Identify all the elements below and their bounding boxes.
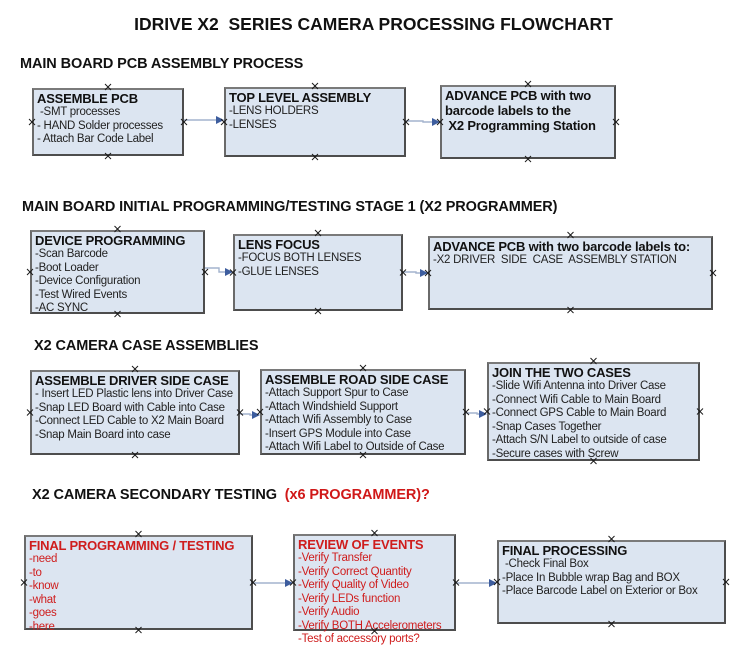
box-item: -AC SYNC [35, 302, 88, 314]
section-heading-4: X2 CAMERA SECONDARY TESTING (x6 PROGRAMM… [32, 487, 430, 503]
flow-box-final-processing[interactable]: FINAL PROCESSING -Check Final Box-Place … [497, 540, 726, 624]
connector-arrowhead-icon [225, 268, 233, 276]
flow-box-advance-pcb-with-two[interactable]: ADVANCE PCB with two barcode labels to:-… [428, 236, 713, 310]
box-item: -Attach Wifi Label to Outside of Case [265, 441, 445, 453]
box-item: -Connect Wifi Cable to Main Board [492, 393, 661, 406]
box-item: -Scan Barcode [35, 248, 108, 260]
flow-box-assemble-pcb[interactable]: ASSEMBLE PCB -SMT processes- HAND Solder… [32, 88, 184, 156]
box-title: ADVANCE PCB with two barcode labels to t… [445, 88, 596, 133]
connector-arrowhead-icon [252, 411, 260, 419]
box-item: -Verify Transfer [298, 552, 372, 564]
section-heading-text: X2 CAMERA CASE ASSEMBLIES [34, 338, 259, 354]
box-item: -Attach Windshield Support [265, 400, 398, 413]
box-title: TOP LEVEL ASSEMBLY [229, 90, 372, 105]
box-item: -Attach S/N Label to outside of case [492, 434, 667, 446]
box-item: -Snap Main Board into case [35, 428, 171, 441]
flow-box-assemble-driver-side-case[interactable]: ASSEMBLE DRIVER SIDE CASE- Insert LED Pl… [30, 370, 240, 455]
box-item: -know [29, 580, 59, 592]
box-title: ASSEMBLE DRIVER SIDE CASE [35, 373, 229, 388]
box-item: -Insert GPS Module into Case [265, 427, 411, 440]
box-title: ASSEMBLE ROAD SIDE CASE [265, 372, 449, 387]
flow-box-top-level-assembly[interactable]: TOP LEVEL ASSEMBLY-LENS HOLDERS-LENSES [224, 87, 406, 157]
connector-arrowhead-icon [489, 579, 497, 587]
flow-box-assemble-road-side-case[interactable]: ASSEMBLE ROAD SIDE CASE-Attach Support S… [260, 369, 466, 455]
box-item: -goes [29, 607, 57, 619]
box-item: -Verify Correct Quantity [298, 565, 412, 578]
box-title: REVIEW OF EVENTS [298, 537, 424, 552]
box-item: -Test Wired Events [35, 288, 127, 301]
section-heading-text: X2 CAMERA SECONDARY TESTING [32, 487, 285, 503]
connector-arrowhead-icon [285, 579, 293, 587]
box-item: -Test of accessory ports? [298, 633, 420, 645]
connector-arrowhead-icon [420, 269, 428, 277]
connector-line [240, 413, 253, 416]
section-heading-text: MAIN BOARD INITIAL PROGRAMMING/TESTING S… [22, 199, 558, 215]
box-item: - Insert LED Plastic lens into Driver Ca… [35, 388, 233, 400]
box-item: -Place In Bubble wrap Bag and BOX [502, 571, 680, 584]
box-item: -Verify LEDs function [298, 592, 401, 605]
box-item: -Verify Quality of Video [298, 579, 409, 591]
box-item: -GLUE LENSES [238, 265, 319, 278]
box-item: -X2 DRIVER SIDE CASE ASSEMBLY STATION [433, 254, 677, 266]
box-item: -Device Configuration [35, 275, 141, 287]
box-item: -Secure cases with Screw [492, 447, 619, 460]
page-title: IDRIVE X2 SERIES CAMERA PROCESSING FLOWC… [134, 14, 613, 34]
box-item: -Boot Loader [35, 261, 99, 274]
box-item: - HAND Solder processes [37, 119, 163, 132]
section-heading-2: MAIN BOARD INITIAL PROGRAMMING/TESTING S… [22, 199, 558, 215]
connector-arrowhead-icon [432, 118, 440, 126]
box-title: DEVICE PROGRAMMING [35, 233, 186, 248]
box-item: -Connect LED Cable to X2 Main Board [35, 415, 224, 427]
connector-line [406, 120, 433, 123]
box-item: -Snap Cases Together [492, 420, 602, 433]
box-item: -need [29, 553, 58, 565]
box-item: -LENSES [229, 118, 277, 131]
box-item: -Attach Support Spur to Case [265, 387, 409, 399]
connector-arrowhead-icon [216, 116, 224, 124]
flow-box-join-the-two-cases[interactable]: JOIN THE TWO CASES-Slide Wifi Antenna in… [487, 362, 700, 461]
box-title: LENS FOCUS [238, 237, 320, 252]
box-item: -Verify BOTH Accelerometers [298, 619, 442, 632]
box-item: -here [29, 620, 55, 633]
section-heading-1: MAIN BOARD PCB ASSEMBLY PROCESS [20, 56, 303, 72]
box-item: -LENS HOLDERS [229, 105, 319, 117]
box-item: -Connect GPS Cable to Main Board [492, 407, 667, 419]
box-item: -Place Barcode Label on Exterior or Box [502, 585, 698, 597]
flow-box-final-programming-testing[interactable]: FINAL PROGRAMMING / TESTING-need-to-know… [24, 535, 253, 633]
flow-box-device-programming[interactable]: DEVICE PROGRAMMING-Scan Barcode-Boot Loa… [30, 230, 205, 314]
box-item: -Verify Audio [298, 606, 360, 618]
connector-line [403, 271, 421, 274]
box-title: JOIN THE TWO CASES [492, 365, 631, 380]
box-item: -what [29, 593, 56, 606]
box-item: -FOCUS BOTH LENSES [238, 252, 362, 264]
box-item: -Snap LED Board with Cable into Case [35, 401, 225, 414]
flow-box-review-of-events[interactable]: REVIEW OF EVENTS-Verify Transfer-Verify … [293, 534, 456, 645]
section-heading-suffix: (x6 PROGRAMMER)? [284, 487, 430, 503]
box-item: -Attach Wifi Assembly to Case [265, 414, 412, 426]
box-title: ASSEMBLE PCB [37, 91, 138, 106]
connector-line [205, 267, 226, 273]
box-item: -SMT processes [37, 106, 120, 118]
box-item: -to [29, 566, 42, 579]
box-title: ADVANCE PCB with two barcode labels to: [433, 239, 691, 254]
section-heading-text: MAIN BOARD PCB ASSEMBLY PROCESS [20, 56, 304, 72]
box-item: - Attach Bar Code Label [37, 133, 154, 145]
connector-line [466, 412, 480, 415]
connector-arrowhead-icon [479, 410, 487, 418]
box-item: -Slide Wifi Antenna into Driver Case [492, 380, 666, 392]
box-title: FINAL PROGRAMMING / TESTING [29, 538, 235, 553]
section-heading-3: X2 CAMERA CASE ASSEMBLIES [34, 338, 259, 354]
box-item: -Check Final Box [502, 558, 589, 570]
box-title: FINAL PROCESSING [502, 543, 628, 558]
flow-box-lens-focus[interactable]: LENS FOCUS-FOCUS BOTH LENSES-GLUE LENSES [233, 234, 403, 311]
flow-box-advance-pcb-with-two[interactable]: ADVANCE PCB with two barcode labels to t… [440, 85, 616, 159]
